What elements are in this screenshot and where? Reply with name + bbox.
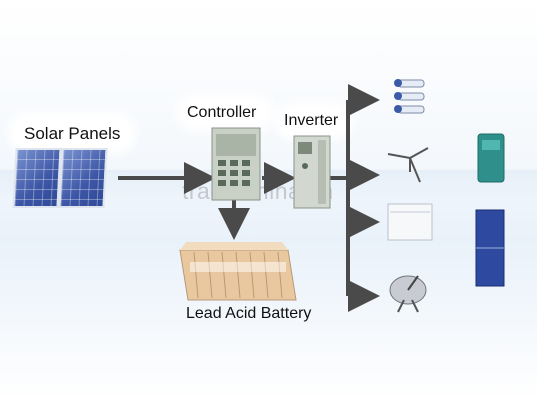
battery-label: Lead Acid Battery — [186, 305, 312, 322]
light-bulbs-icon — [394, 79, 425, 114]
solar-label-cloud — [14, 118, 130, 148]
freezer-icon — [387, 203, 433, 241]
inverter-cabinet-icon — [293, 135, 331, 209]
inverter-label-cloud — [280, 108, 348, 134]
inverter-label: Inverter — [284, 112, 339, 129]
controller-label: Controller — [187, 104, 257, 121]
controller-label-cloud — [182, 100, 268, 126]
inverter-output-trunk — [330, 84, 380, 312]
satellite-dish-icon — [389, 275, 427, 313]
water-dispenser-icon — [477, 133, 505, 183]
controller-cabinet-icon — [211, 127, 261, 201]
battery-bank-icon — [179, 242, 297, 301]
refrigerator-icon — [475, 209, 505, 287]
wind-turbine-icon — [387, 147, 429, 183]
solar-panels-label: Solar Panels — [24, 124, 121, 143]
